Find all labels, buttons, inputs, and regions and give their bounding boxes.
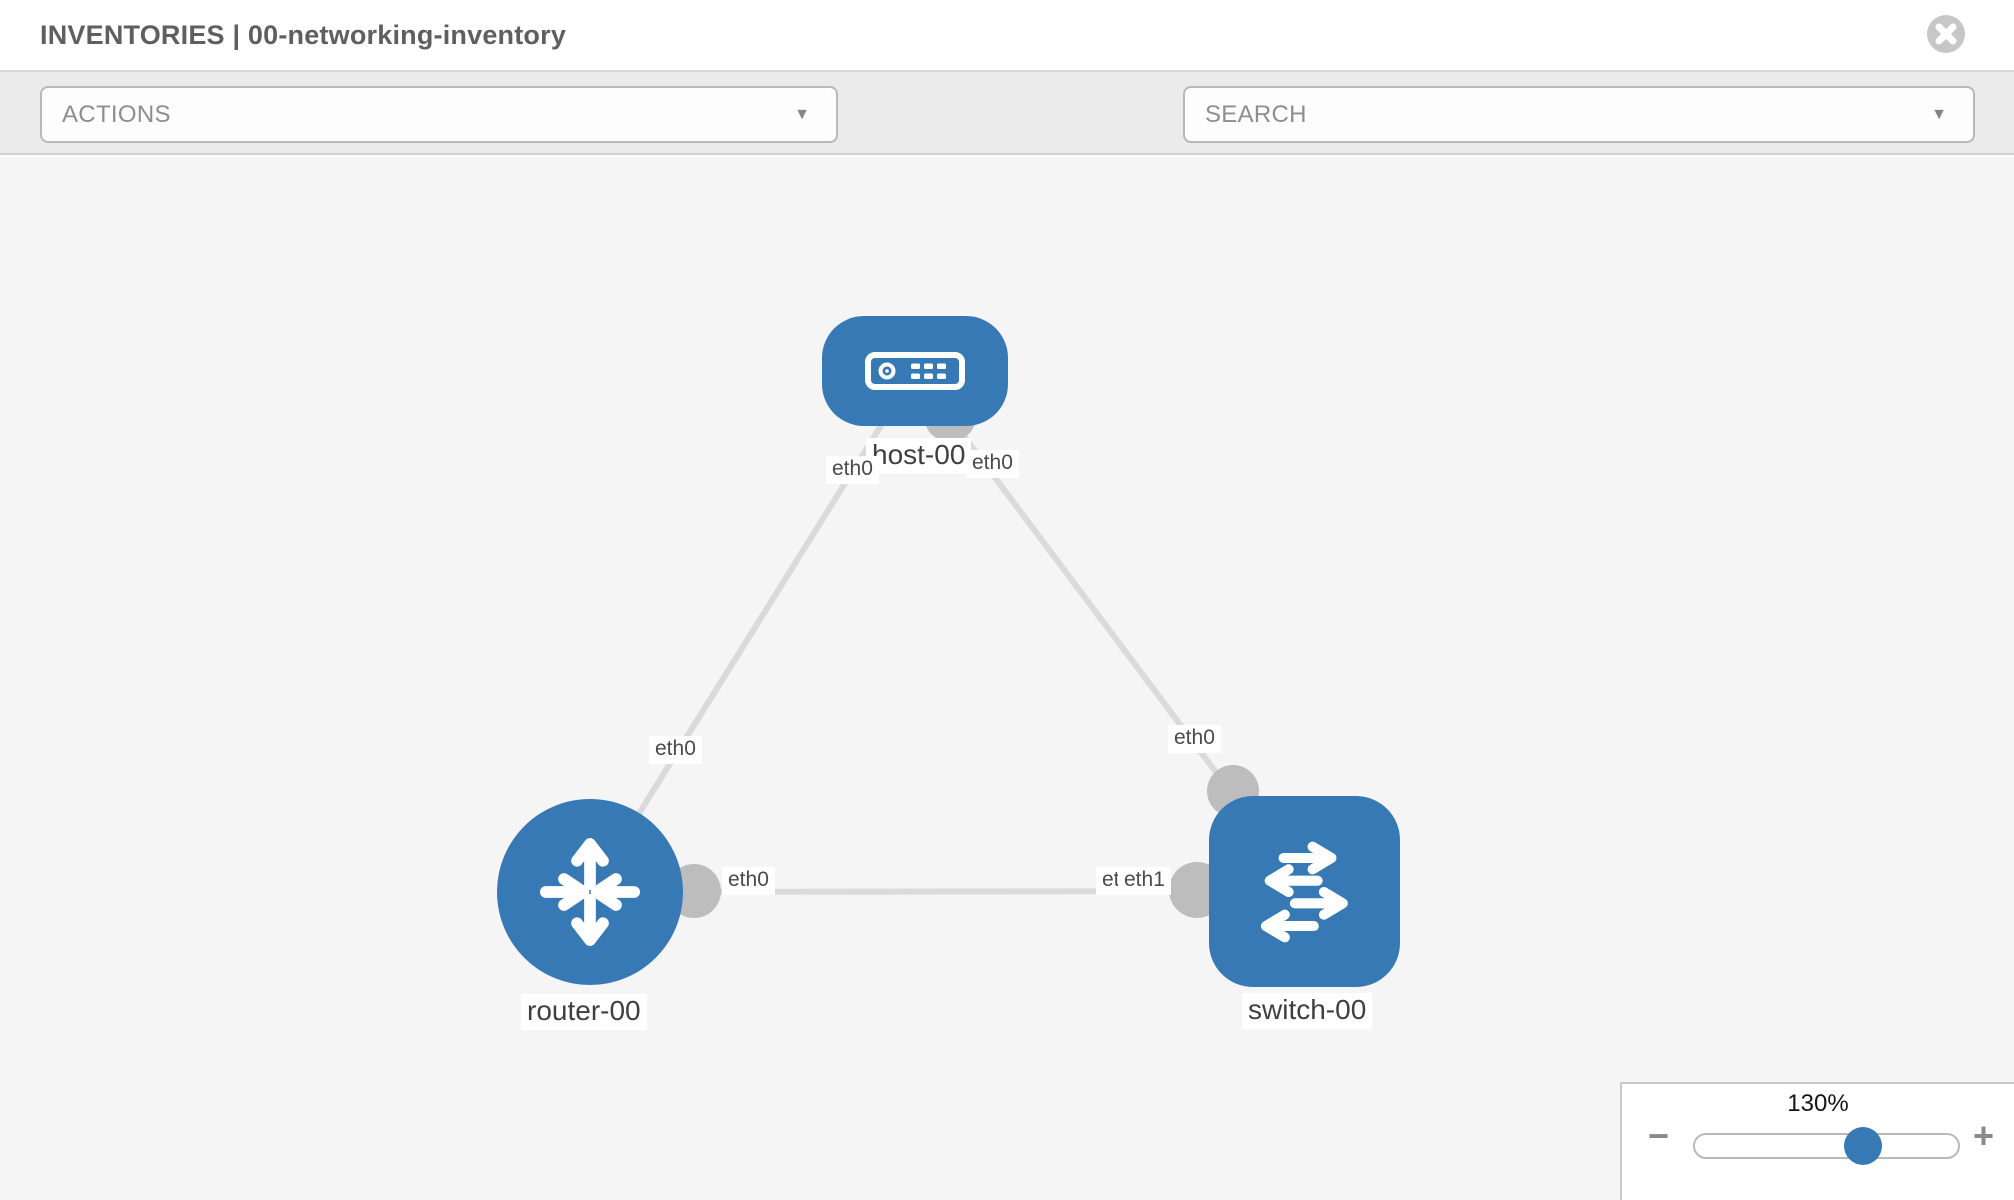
node-router-00[interactable] [497,799,683,985]
node-switch-00[interactable] [1209,796,1400,987]
interface-label-host-eth0-left: eth0 [826,456,879,484]
interface-label-bottom-eth0: eth0 [722,867,775,895]
page-title: INVENTORIES | 00-networking-inventory [40,20,567,50]
zoom-in-button[interactable]: + [1972,1115,1994,1156]
actions-dropdown-label: ACTIONS [62,100,171,128]
node-label-router: router-00 [521,994,647,1030]
switch-icon [1260,841,1348,942]
close-button[interactable] [1926,14,1966,54]
node-label-host: host-00 [866,438,972,474]
zoom-slider[interactable] [1693,1127,1960,1165]
zoom-out-button[interactable]: − [1648,1115,1670,1156]
search-dropdown-label: SEARCH [1205,100,1307,128]
interface-label-host-eth0-right: eth0 [966,450,1019,478]
interface-label-router-link-eth0: eth0 [649,736,702,764]
zoom-control-panel: 130% − + [1620,1082,2014,1200]
chevron-down-icon: ▼ [1931,105,1947,123]
zoom-slider-thumb[interactable] [1844,1127,1883,1165]
search-dropdown[interactable]: SEARCH ▼ [1183,86,1975,143]
node-label-switch: switch-00 [1242,993,1373,1029]
router-icon [539,838,641,946]
close-icon [1927,15,1965,53]
interface-label-bottom-eth1: eth1 [1118,867,1171,895]
chevron-down-icon: ▼ [794,105,810,123]
actions-dropdown[interactable]: ACTIONS ▼ [40,86,838,143]
toolbar: ACTIONS ▼ SEARCH ▼ [0,72,2014,204]
zoom-level-value: 130% [1787,1090,1849,1117]
topology-canvas[interactable] [0,157,2014,1200]
host-icon [865,352,965,390]
header-bar: INVENTORIES | 00-networking-inventory [0,0,2014,72]
interface-label-switch-link-eth0: eth0 [1168,725,1221,753]
node-host-00[interactable] [822,316,1008,426]
